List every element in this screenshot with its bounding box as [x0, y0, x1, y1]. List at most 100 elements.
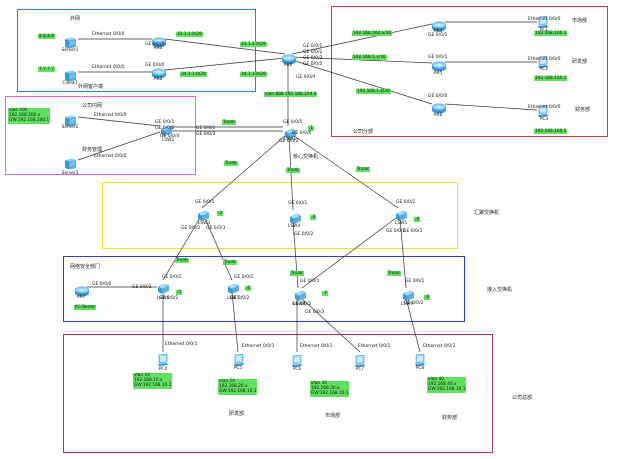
pc7-cfg-label: vlan 30 192.168.30.x GW:192.168.10.1	[310, 381, 350, 397]
lsw1-switch-icon	[283, 125, 297, 139]
pc8-pc-icon	[414, 352, 428, 366]
trunk-label: Trunk	[290, 271, 304, 277]
link-server3-lsw2	[77, 131, 161, 161]
pc5-name-label: PC5	[233, 366, 243, 371]
port-label: GE 0/0/1	[196, 126, 216, 131]
ar6-net-label: 192.168.1.x/30	[356, 89, 391, 95]
lsw5-switch-icon	[394, 207, 408, 221]
pc2-pc-icon	[537, 54, 551, 68]
ar6-name-label: AR6	[433, 113, 443, 118]
lsw7-id-label: .6	[245, 286, 252, 292]
server3-name-label: Server3	[61, 171, 79, 176]
zone-label-finance-hq: 财务部	[442, 415, 458, 421]
zone-label-rd-hq: 研发部	[229, 411, 245, 417]
pc1-pc-icon	[537, 14, 551, 28]
port-label: Ethernet 0/0/1	[242, 344, 275, 349]
port-label: GE 0/0/2	[230, 296, 250, 301]
pc-telnet-label: PC-Telnet	[74, 305, 96, 311]
ar0-router-icon	[281, 50, 297, 65]
port-label: GE 0/0/1	[396, 200, 416, 205]
port-label: Ethernet 0/0/0	[528, 57, 561, 62]
link-lsw5-lsw8	[301, 217, 397, 289]
lsw4-id-label: .3	[310, 215, 317, 221]
pc7-pc-icon	[354, 353, 368, 367]
port-label: GE 0/0/1	[162, 275, 182, 280]
port-label: GE 0/0/2	[294, 232, 314, 237]
port-label: GE 0/0/3	[206, 226, 226, 231]
port-label: Ethernet 0/0/1	[358, 344, 391, 349]
link-lsw7-pc5	[231, 291, 239, 353]
server2-server-icon	[63, 112, 77, 127]
pc7-name-label: PC7	[355, 367, 365, 372]
lsw9-id-label: .9	[424, 295, 431, 301]
pc8-name-label: PC8	[415, 366, 425, 371]
ar1-name-label: AR1	[153, 46, 163, 51]
pc3-name-label: PC3	[539, 117, 549, 122]
port-label: Ethernet 0/0/0	[528, 105, 561, 110]
port-label: GE 0/0/2	[181, 226, 201, 231]
server-zone-box	[5, 96, 196, 175]
client1-name-label: Client1	[62, 81, 78, 86]
zone-label-isp: 外网客户端	[78, 84, 104, 90]
link-lsw8-pc7	[300, 297, 361, 353]
ar0-a-label: 33.1.1.0/29	[240, 42, 267, 48]
zone-label-hq: 公司总部	[512, 395, 533, 401]
zone-label-rd-branch: 研发部	[572, 59, 588, 65]
ar1-router-icon	[151, 33, 167, 48]
ar4-net-label: 192.168.164.x/30	[352, 31, 393, 37]
link-lsw3-lsw6	[162, 217, 201, 281]
link-lsw1-lsw5	[292, 134, 399, 209]
ar5-net-label: 192.168.1.x/30	[352, 55, 387, 61]
link-ar1-ar0	[164, 38, 286, 55]
lsw9-name-label: LSW9	[400, 302, 414, 307]
port-label: GE 0/0/1	[405, 279, 425, 284]
trunk-label: Trunk	[356, 167, 370, 173]
ar1-up-label: 33.1.1.0/29	[176, 32, 203, 38]
link-ar2-ar0	[164, 57, 286, 71]
port-label: GE 0/0/2	[292, 302, 312, 307]
port-label: Ethernet 0/0/1	[423, 344, 456, 349]
link-lsw5-lsw9	[399, 217, 407, 289]
ar7-name-label: AR7	[76, 295, 86, 300]
port-label: GE 0/0/6	[292, 131, 312, 136]
lsw3-name-label: LSW3	[197, 221, 211, 226]
port-label: GE 0/0/2	[303, 50, 323, 55]
aggregation-zone-box	[102, 182, 458, 249]
server3-server-icon	[63, 155, 77, 170]
port-label: GE 0/0/1	[428, 55, 448, 60]
zone-label-market-hq: 市场部	[325, 413, 341, 419]
link-ar0-ar6	[291, 59, 433, 105]
port-label: GE 0/0/3	[305, 310, 325, 315]
server1-server-icon	[63, 34, 77, 49]
ar7-router-icon	[74, 282, 90, 297]
lsw2-switch-icon	[159, 122, 173, 136]
zone-label-finance-branch: 财务部	[575, 107, 591, 113]
lsw5-id-label: .4	[414, 217, 421, 223]
port-label: GE 0/0/3	[132, 285, 152, 290]
pc2-ip-label: 192.168.150.2	[534, 76, 568, 82]
lsw2-name-label: LSW2	[161, 138, 175, 143]
port-label: GE 0/0/1	[300, 279, 320, 284]
ar2-up-label: 34.1.1.0/29	[180, 72, 207, 78]
pc3-ip-label: 192.168.160.2	[534, 129, 568, 135]
lsw6-switch-icon	[156, 280, 170, 294]
port-label: GE 0/0/0	[145, 63, 165, 68]
pc4-name-label: PC4	[158, 367, 168, 372]
client1-ip-label: 7.7.7.7	[38, 67, 56, 73]
branch-zone-box	[331, 6, 608, 137]
port-label: GE 0/0/2	[386, 229, 406, 234]
pc6-name-label: PC6	[292, 367, 302, 372]
zone-label-external: 外网	[70, 16, 81, 22]
lsw7-switch-icon	[226, 280, 240, 294]
link-lsw4-lsw8	[292, 220, 299, 289]
lsw4-name-label: LSW4	[287, 224, 301, 229]
pc1-ip-label: 192.168.100.1	[534, 31, 568, 37]
port-label: GE 0/0/0	[428, 94, 448, 99]
pc5-cfg-label: vlan 20 192.168.20.x GW:192.168.10.1	[218, 379, 258, 395]
port-label: GE 0/0/5	[303, 62, 323, 67]
port-label: Ethernet 0/0/0	[528, 17, 561, 22]
server2-name-label: Server2	[61, 125, 79, 130]
ar6-router-icon	[431, 99, 447, 114]
port-label: GE 0/0/1	[195, 200, 215, 205]
zone-label-access: 接入交换机	[487, 287, 513, 293]
